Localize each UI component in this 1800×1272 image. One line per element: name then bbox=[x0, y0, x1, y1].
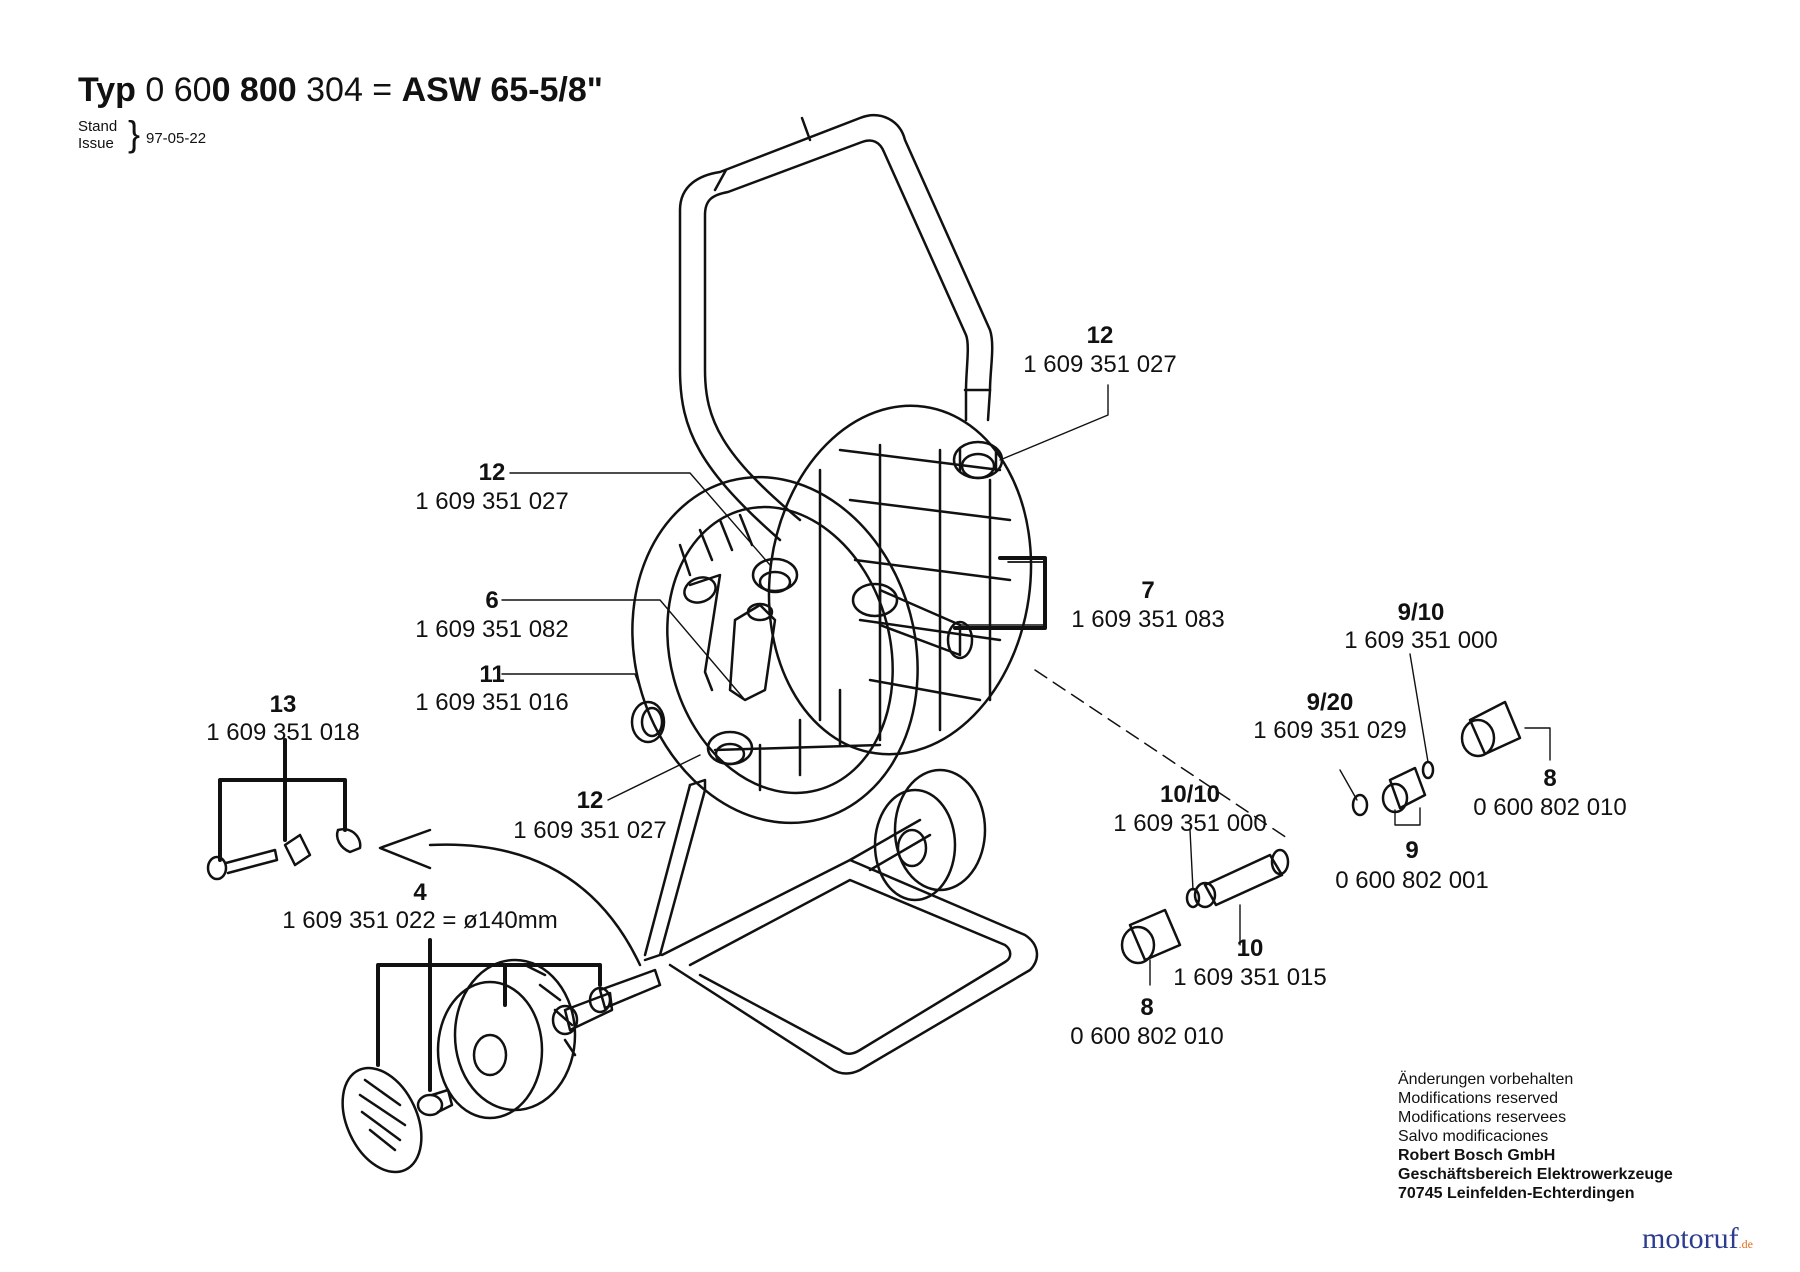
part-10-10-number: 10/10 bbox=[1159, 781, 1221, 808]
part-4-number: 4 bbox=[413, 879, 427, 906]
part-8a-code: 0 600 802 010 bbox=[1473, 794, 1627, 821]
part-9-20-number: 9/20 bbox=[1306, 689, 1354, 716]
part-12b-code: 1 609 351 027 bbox=[415, 488, 569, 515]
part-9-code: 0 600 802 001 bbox=[1335, 867, 1489, 894]
part-9-10-code: 1 609 351 000 bbox=[1344, 627, 1498, 654]
part-12b-number: 12 bbox=[478, 459, 506, 486]
part-7-code: 1 609 351 083 bbox=[1071, 606, 1225, 633]
wheel-front bbox=[436, 958, 577, 1120]
part-12a-number: 12 bbox=[1086, 322, 1114, 349]
washer-9-20 bbox=[1351, 793, 1369, 817]
watermark-tld: .de bbox=[1738, 1237, 1753, 1251]
title-model: ASW 65-5/8" bbox=[401, 71, 603, 109]
handle-frame bbox=[678, 113, 994, 542]
reel-hub bbox=[851, 582, 974, 660]
hose-connector-10 bbox=[1193, 848, 1290, 909]
part-10-number: 10 bbox=[1236, 935, 1264, 962]
part-8b-number: 8 bbox=[1140, 994, 1154, 1021]
bracket-4 bbox=[376, 938, 602, 1092]
axle-stub bbox=[551, 968, 662, 1036]
watermark-logo: motoruf.de bbox=[1642, 1224, 1753, 1257]
modification-notes: Änderungen vorbehalten Modifications res… bbox=[1398, 1070, 1673, 1203]
wheel-screw bbox=[416, 1088, 454, 1117]
alignment-dash bbox=[1034, 669, 1291, 841]
o-ring-10 bbox=[1185, 887, 1201, 909]
stand-frame bbox=[643, 778, 1039, 1075]
part-8a-number: 8 bbox=[1543, 765, 1557, 792]
part-10-10-code: 1 609 351 000 bbox=[1113, 810, 1267, 837]
nut-mid-left bbox=[630, 700, 666, 744]
part-9-number: 9 bbox=[1405, 837, 1419, 864]
quick-coupler-8a bbox=[1460, 700, 1522, 758]
bracket-13 bbox=[218, 738, 347, 862]
part-8b-code: 0 600 802 010 bbox=[1070, 1023, 1224, 1050]
wheel-rear bbox=[873, 768, 987, 902]
part-13-code: 1 609 351 018 bbox=[206, 719, 360, 746]
part-9-20-code: 1 609 351 029 bbox=[1253, 717, 1407, 744]
stand-label: Stand bbox=[78, 118, 118, 135]
reel-rear-disc bbox=[767, 404, 1033, 756]
crank-handle bbox=[683, 573, 777, 702]
quick-coupler-8b bbox=[1120, 908, 1182, 965]
brace-glyph: } bbox=[128, 113, 141, 154]
nut-upper-left bbox=[751, 557, 799, 594]
part-11-number: 11 bbox=[479, 661, 505, 688]
company-name: Robert Bosch GmbH bbox=[1398, 1147, 1556, 1164]
part-6-number: 6 bbox=[485, 587, 499, 614]
issue-label: Issue bbox=[78, 135, 114, 152]
company-division: Geschäftsbereich Elektrowerkzeuge bbox=[1398, 1166, 1673, 1183]
title-number-c: 304 = bbox=[306, 71, 393, 109]
assembly-arrow bbox=[378, 828, 642, 967]
bracket-7 bbox=[953, 556, 1047, 630]
nut-top bbox=[952, 440, 1004, 480]
part-7-number: 7 bbox=[1141, 577, 1155, 604]
company-address: 70745 Leinfelden-Echterdingen bbox=[1398, 1185, 1635, 1202]
part-10-code: 1 609 351 015 bbox=[1173, 964, 1327, 991]
title-number-a: 0 60 bbox=[145, 71, 212, 109]
stand-issue-labels: Stand Issue bbox=[78, 118, 117, 152]
tap-connector-9 bbox=[1381, 766, 1427, 814]
part-11-code: 1 609 351 016 bbox=[415, 689, 569, 716]
o-ring-9-10 bbox=[1421, 760, 1435, 780]
note-line: Salvo modificaciones bbox=[1398, 1128, 1549, 1145]
issue-date: 97-05-22 bbox=[146, 130, 207, 147]
part-9-10-number: 9/10 bbox=[1397, 599, 1445, 626]
leader-lines bbox=[501, 384, 1551, 986]
hub-cap bbox=[341, 1066, 423, 1174]
part-4-code: 1 609 351 022 = ø140mm bbox=[282, 907, 558, 934]
page-title: Typ 0 600 800 304 = ASW 65-5/8" bbox=[78, 70, 603, 110]
note-line: Modifications reserved bbox=[1398, 1090, 1559, 1107]
note-line: Modifications reservees bbox=[1398, 1109, 1567, 1126]
note-line: Änderungen vorbehalten bbox=[1398, 1071, 1574, 1088]
title-number-b: 0 800 bbox=[211, 71, 297, 109]
part-12a-code: 1 609 351 027 bbox=[1023, 351, 1177, 378]
title-prefix: Typ bbox=[78, 71, 136, 109]
watermark-main: motoruf bbox=[1642, 1222, 1739, 1255]
part-12c-number: 12 bbox=[576, 787, 604, 814]
part-6-code: 1 609 351 082 bbox=[415, 616, 569, 643]
nut-lower bbox=[706, 730, 754, 766]
screw-kit bbox=[206, 827, 362, 881]
part-12c-code: 1 609 351 027 bbox=[513, 817, 667, 844]
part-13-number: 13 bbox=[269, 691, 297, 718]
